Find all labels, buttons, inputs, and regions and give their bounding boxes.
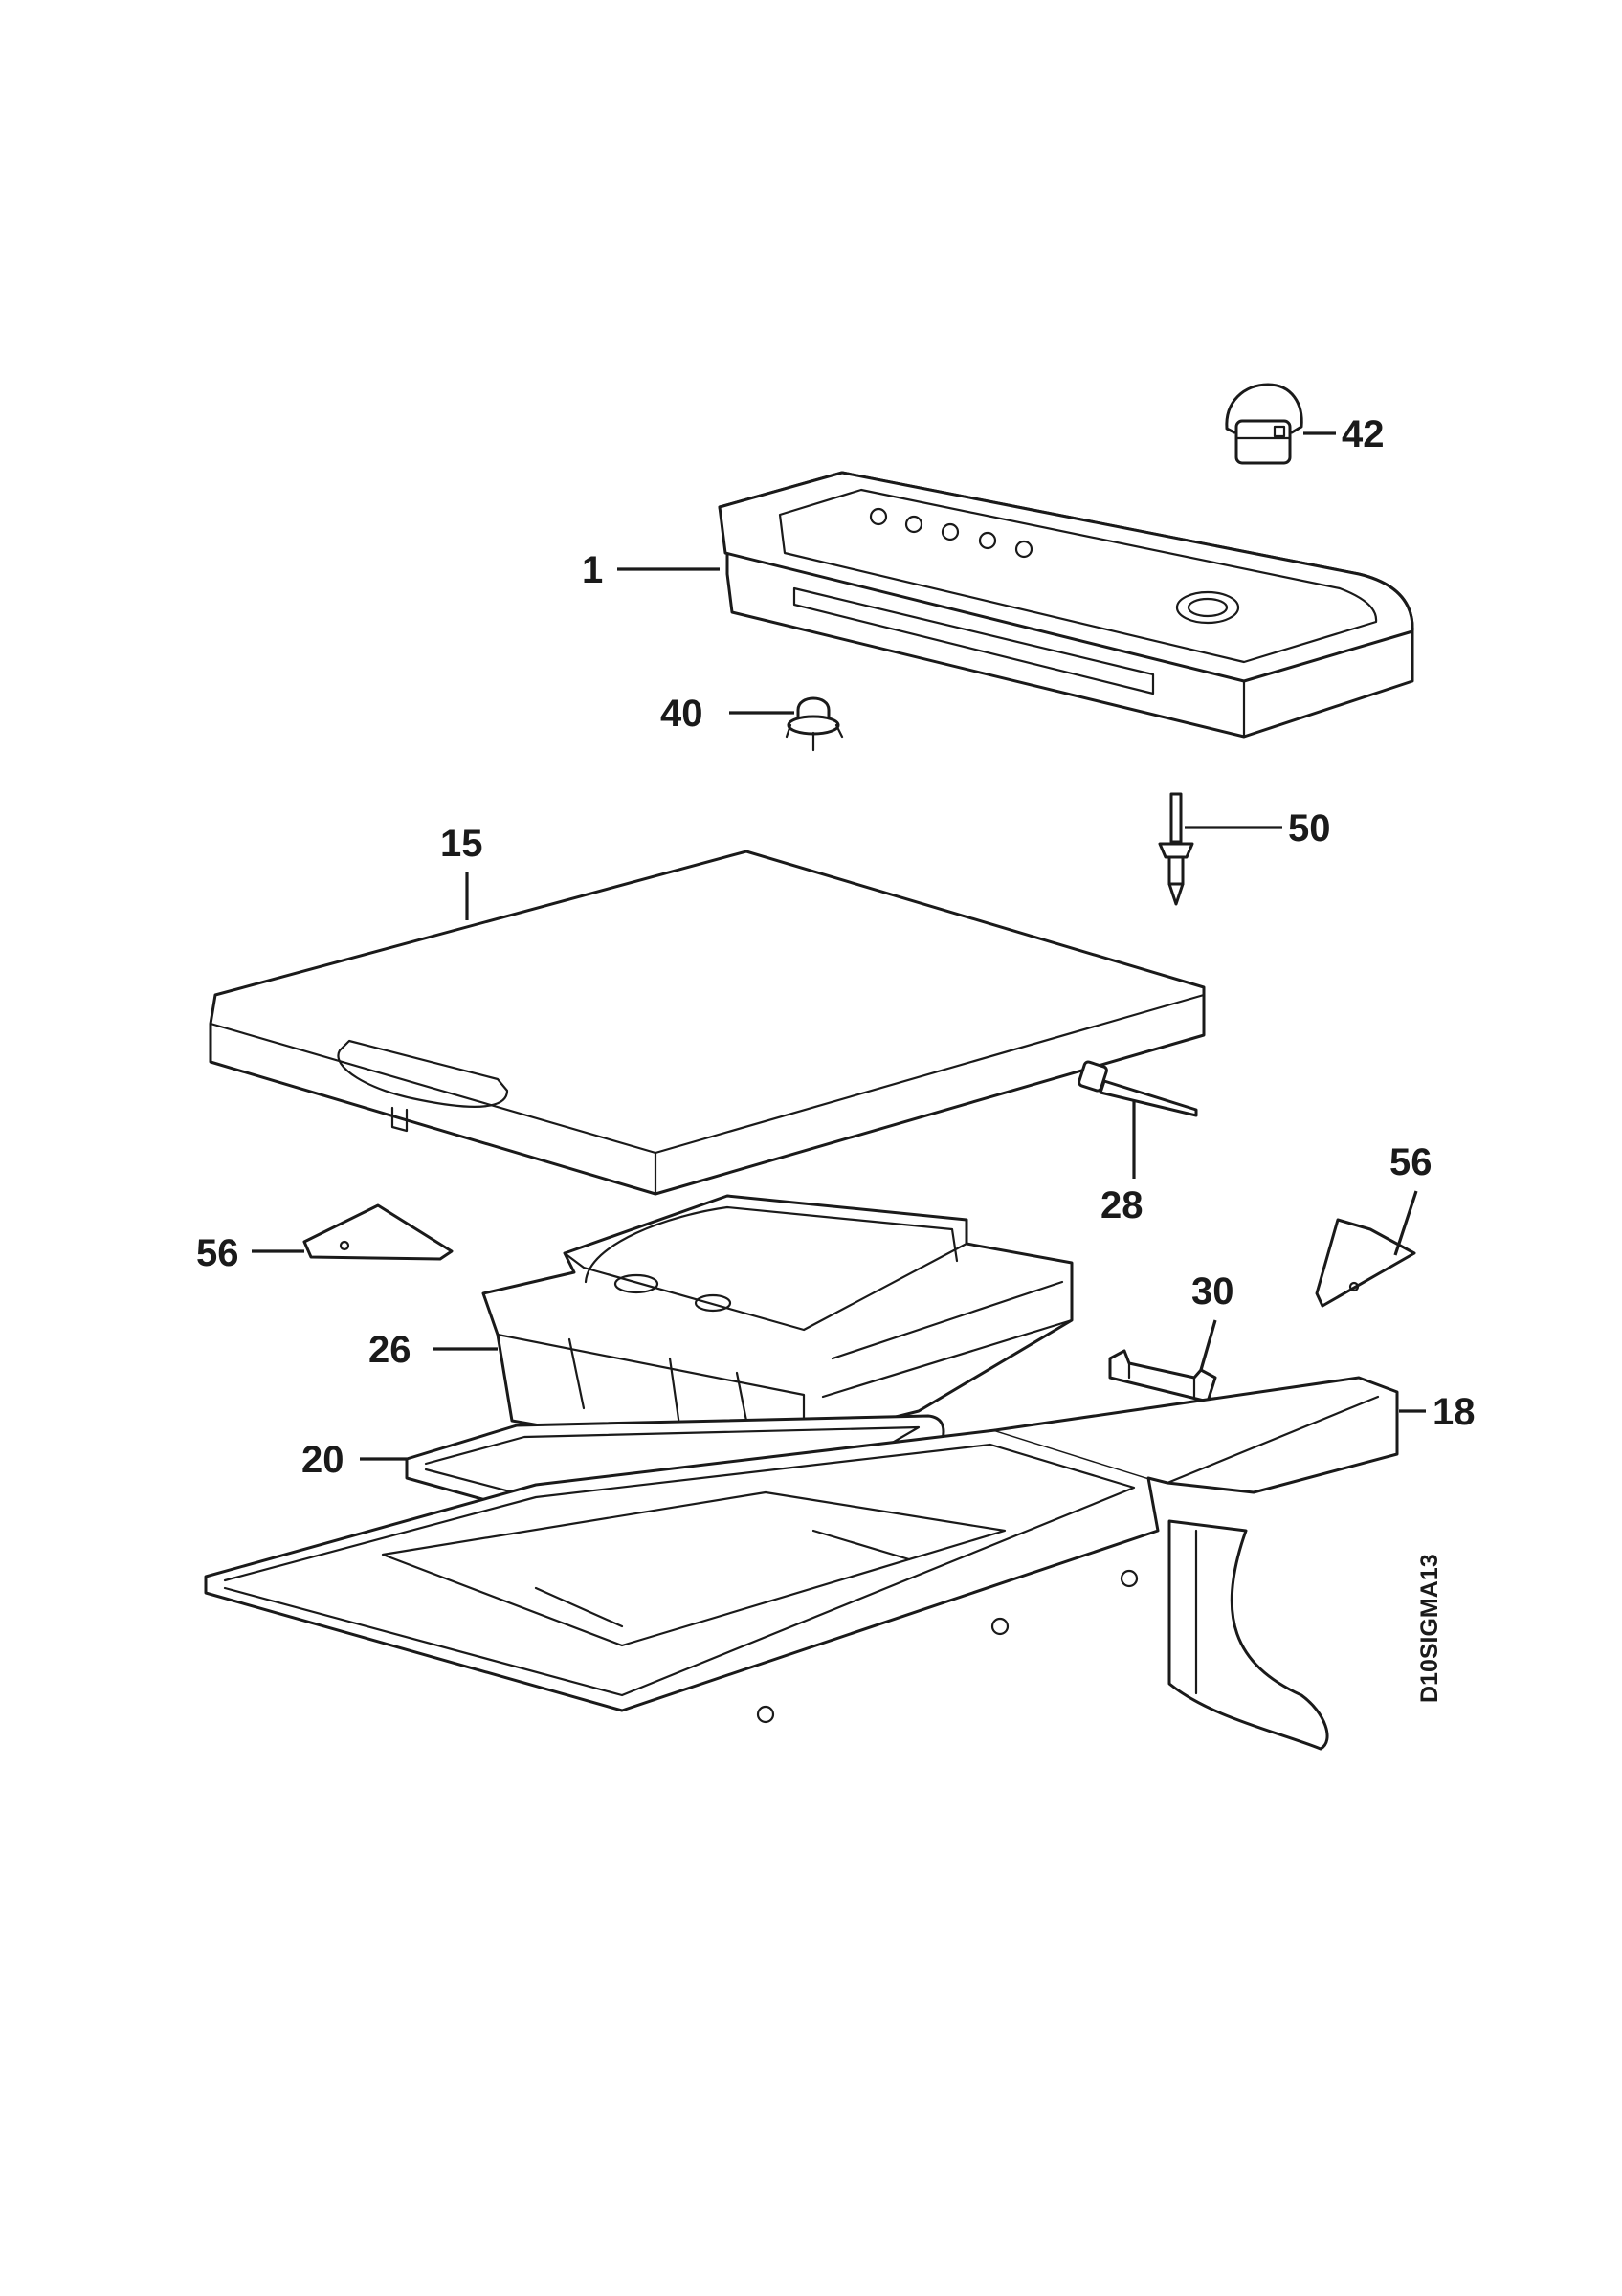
callout-40: 40 xyxy=(660,693,703,735)
part-42-knob[interactable] xyxy=(1225,383,1303,465)
part-56-left-bracket[interactable] xyxy=(302,1203,454,1261)
part-18-base-tray[interactable] xyxy=(204,1376,1399,1751)
callout-18: 18 xyxy=(1433,1391,1476,1433)
callout-56-left: 56 xyxy=(196,1232,239,1274)
part-50-pin[interactable] xyxy=(1158,792,1194,906)
drawing-code: D10SIGMA13 xyxy=(1416,1554,1443,1703)
part-28-screw[interactable] xyxy=(1078,1060,1198,1117)
callout-15: 15 xyxy=(440,823,483,865)
callout-1: 1 xyxy=(582,549,604,591)
callout-20: 20 xyxy=(301,1439,344,1481)
leader-56-right xyxy=(1393,1190,1418,1256)
part-40-clip[interactable] xyxy=(785,696,844,752)
part-30-latch[interactable] xyxy=(1108,1349,1217,1403)
callout-50: 50 xyxy=(1288,807,1331,850)
part-15-lid[interactable] xyxy=(209,850,1206,1196)
part-1-control-panel[interactable] xyxy=(718,471,1414,739)
callout-28: 28 xyxy=(1100,1184,1144,1226)
callout-56-right: 56 xyxy=(1389,1141,1433,1183)
part-26-dispenser-drawer[interactable] xyxy=(481,1194,1074,1473)
callout-30: 30 xyxy=(1191,1270,1234,1313)
leader-30 xyxy=(1199,1319,1217,1371)
callout-42: 42 xyxy=(1342,413,1385,455)
callout-26: 26 xyxy=(368,1329,411,1371)
part-56-right-bracket[interactable] xyxy=(1315,1218,1416,1308)
